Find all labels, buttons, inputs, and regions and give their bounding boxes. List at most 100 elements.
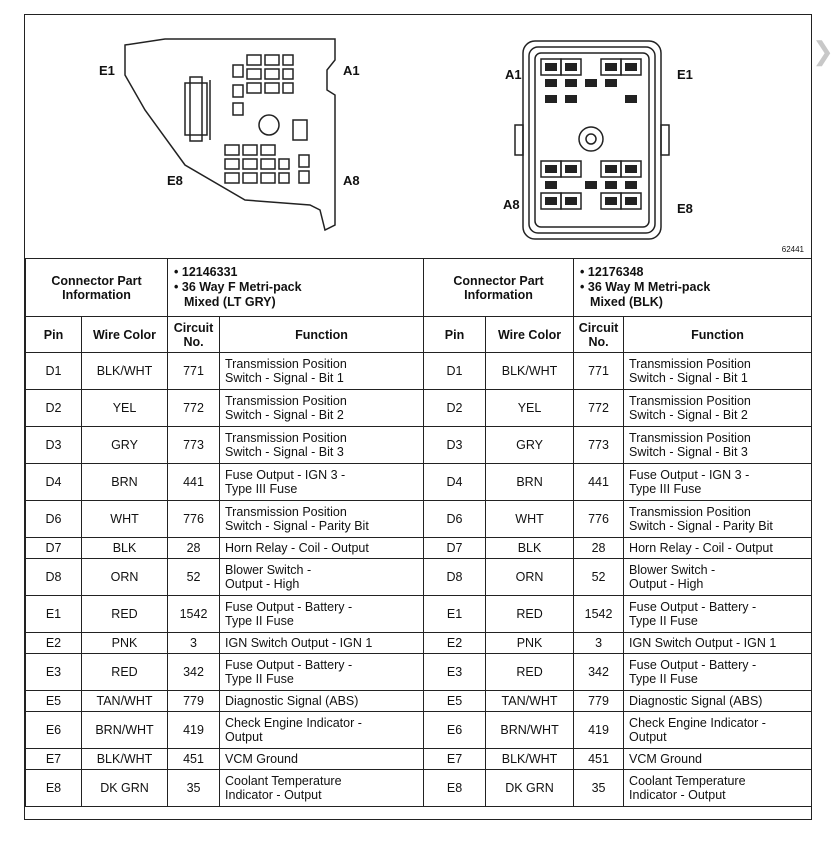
pin-cell: E8 (423, 769, 487, 807)
circuit-cell: 451 (167, 748, 221, 770)
wire-color-cell: RED (80, 653, 169, 691)
function-line: Type II Fuse (629, 672, 698, 686)
label-left-a8: A8 (343, 173, 360, 188)
function-line: Transmission Position (629, 394, 751, 408)
pinout-table: Connector Part Information • 12146331 • … (24, 258, 813, 807)
pin-cell: D6 (423, 500, 487, 538)
circuit-cell: 342 (167, 653, 221, 691)
header-function: Function (623, 316, 813, 353)
wire-color-cell: BRN (485, 463, 575, 501)
function-line: Transmission Position (629, 357, 751, 371)
function-cell: Diagnostic Signal (ABS) (623, 690, 813, 712)
chevron-right-icon[interactable]: ❯ (812, 36, 834, 66)
function-line: Diagnostic Signal (ABS) (225, 694, 359, 708)
wire-color-cell: PNK (80, 632, 169, 654)
wire-color-cell: TAN/WHT (485, 690, 575, 712)
function-line: Fuse Output - Battery - (225, 658, 353, 672)
connector-illustration: E1 A1 E8 A8 A1 E1 A8 E8 62441 (25, 15, 810, 259)
header-wire-color: Wire Color (485, 316, 575, 353)
function-line: Coolant Temperature (225, 774, 342, 788)
wire-color-cell: BLK/WHT (80, 352, 169, 390)
function-line: Type III Fuse (629, 482, 702, 496)
wire-color-cell: BLK (485, 537, 575, 559)
function-line: IGN Switch Output - IGN 1 (629, 636, 777, 650)
female-connector-drawing (124, 38, 336, 232)
function-line: Indicator - Output (629, 788, 726, 802)
function-line: Type III Fuse (225, 482, 298, 496)
wire-color-cell: RED (485, 595, 575, 633)
description-right-2: Mixed (BLK) (590, 295, 663, 309)
wire-color-cell: WHT (80, 500, 169, 538)
function-line: Type II Fuse (225, 672, 294, 686)
function-cell: Fuse Output - Battery -Type II Fuse (623, 653, 813, 691)
label-left-e8: E8 (167, 173, 183, 188)
pin-cell: D2 (423, 389, 487, 427)
circuit-cell: 342 (573, 653, 625, 691)
function-line: Transmission Position (225, 505, 347, 519)
description-left-2: Mixed (LT GRY) (184, 295, 276, 309)
connector-info-right: • 12176348 • 36 Way M Metri-pack Mixed (… (573, 258, 813, 317)
label-right-e1: E1 (677, 67, 693, 82)
description-left-1: • 36 Way F Metri-pack (174, 280, 302, 294)
function-line: Fuse Output - IGN 3 - (629, 468, 750, 482)
function-line: Type II Fuse (629, 614, 698, 628)
part-number-left: • 12146331 (174, 265, 238, 279)
circuit-cell: 52 (167, 558, 221, 596)
function-line: Switch - Signal - Bit 3 (225, 445, 344, 459)
pin-cell: D8 (423, 558, 487, 596)
function-line: Output - High (629, 577, 704, 591)
function-cell: IGN Switch Output - IGN 1 (623, 632, 813, 654)
function-line: VCM Ground (629, 752, 702, 766)
function-line: Switch - Signal - Bit 2 (225, 408, 344, 422)
wire-color-cell: BLK (80, 537, 169, 559)
wire-color-cell: YEL (485, 389, 575, 427)
pin-cell: E7 (423, 748, 487, 770)
description-right-1: • 36 Way M Metri-pack (580, 280, 711, 294)
label-right-e8: E8 (677, 201, 693, 216)
circuit-cell: 35 (573, 769, 625, 807)
pin-cell: E1 (423, 595, 487, 633)
function-line: Indicator - Output (225, 788, 322, 802)
wire-color-cell: BLK/WHT (485, 748, 575, 770)
wire-color-cell: RED (485, 653, 575, 691)
function-cell: Fuse Output - Battery -Type II Fuse (623, 595, 813, 633)
function-cell: Diagnostic Signal (ABS) (219, 690, 425, 712)
connector-info-label-left: Connector Part Information (24, 258, 169, 317)
function-line: Switch - Signal - Parity Bit (225, 519, 369, 533)
pin-cell: E5 (423, 690, 487, 712)
header-pin: Pin (25, 316, 82, 353)
header-pin: Pin (423, 316, 487, 353)
circuit-cell: 1542 (167, 595, 221, 633)
pin-cell: E3 (423, 653, 487, 691)
pin-cell: E2 (25, 632, 82, 654)
wire-color-cell: YEL (80, 389, 169, 427)
connector-drawings (124, 38, 670, 240)
connector-info-left: • 12146331 • 36 Way F Metri-pack Mixed (… (167, 258, 425, 317)
circuit-cell: 772 (573, 389, 625, 427)
wire-color-cell: GRY (80, 426, 169, 464)
pin-cell: D1 (25, 352, 82, 390)
function-line: Output (629, 730, 667, 744)
circuit-cell: 3 (573, 632, 625, 654)
function-line: Switch - Signal - Bit 1 (225, 371, 344, 385)
connector-info-row: Connector Part Information • 12146331 • … (24, 258, 813, 317)
function-line: Blower Switch - (629, 563, 716, 577)
circuit-cell: 3 (167, 632, 221, 654)
function-line: Horn Relay - Coil - Output (225, 541, 369, 555)
wire-color-cell: DK GRN (485, 769, 575, 807)
circuit-cell: 451 (573, 748, 625, 770)
